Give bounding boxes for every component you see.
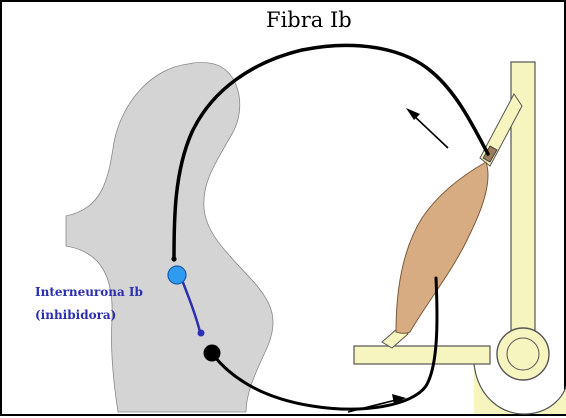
interneuron-terminal [198,330,205,337]
interneuron-label: Interneurona Ib (inhibidora) [35,281,143,327]
interneuron-soma [168,266,186,284]
fiber-title: Fibra Ib [266,8,352,32]
arrow-afferent-direction [406,108,448,148]
bone-horizontal [354,346,490,364]
muscle [396,162,488,334]
interneuron-label-line1: Interneurona Ib [35,281,143,304]
interneuron-label-line2: (inhibidora) [35,304,143,327]
spinal-cord-gray-matter [66,63,273,413]
